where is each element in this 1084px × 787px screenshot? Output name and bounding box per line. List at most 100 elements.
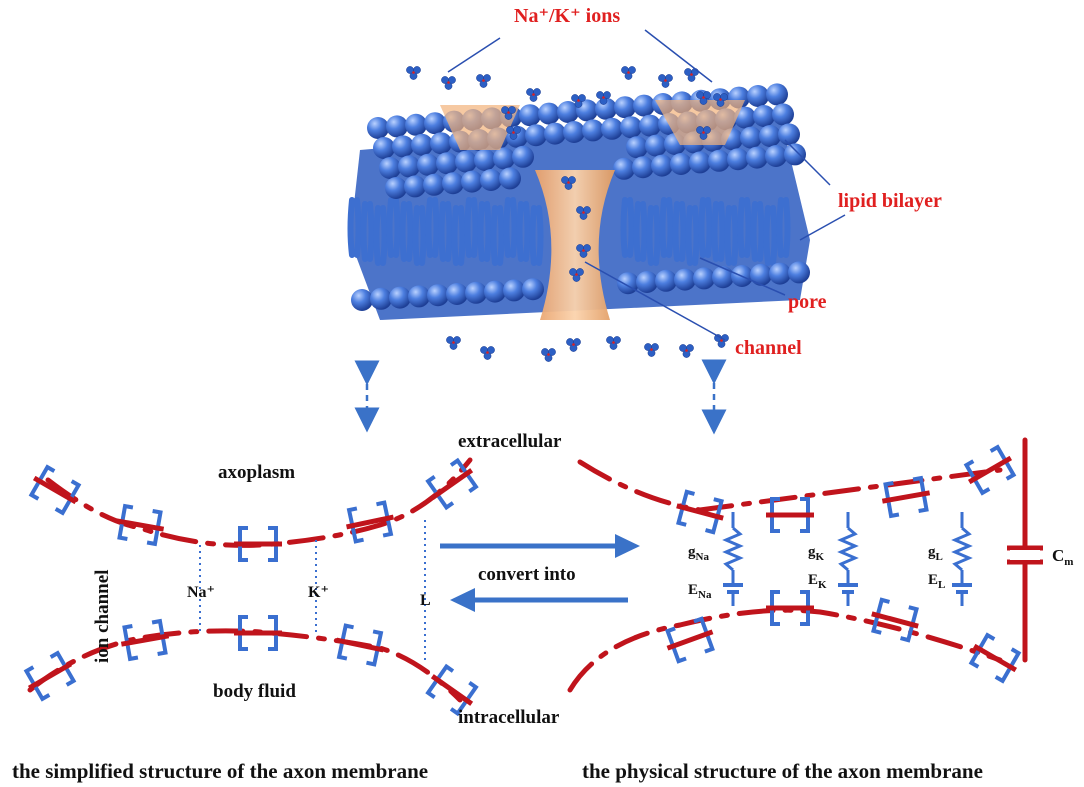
lipid-head xyxy=(367,117,389,139)
ek-label: EK xyxy=(808,572,827,591)
lipid-tail xyxy=(763,205,778,266)
ion-particle xyxy=(713,93,728,107)
lipid-head xyxy=(436,152,458,175)
lipid-tail xyxy=(399,201,414,262)
ion-particle xyxy=(501,106,516,120)
lipid-tail xyxy=(425,197,440,258)
channel-bracket xyxy=(346,500,394,544)
lipid-head xyxy=(398,155,420,178)
channel-bracket xyxy=(23,650,77,702)
branch-k xyxy=(837,512,859,606)
lipid-tail xyxy=(360,201,375,262)
lipid-head xyxy=(636,271,658,293)
lipid-tail xyxy=(659,197,674,258)
lipid-head xyxy=(417,153,439,176)
axoplasm-label: axoplasm xyxy=(218,462,295,483)
channel-leader xyxy=(584,261,726,341)
simplified-structure: axoplasm body fluid ion channel Na⁺ K⁺ L xyxy=(23,457,479,717)
ion-particle xyxy=(541,348,556,362)
lower-physical-wire xyxy=(567,607,1003,693)
correspondence-arrows xyxy=(354,359,727,435)
lipid-tail xyxy=(516,201,531,262)
lipid-head xyxy=(712,266,734,289)
lipid-head xyxy=(557,101,579,123)
lipid-head xyxy=(769,262,791,285)
lipid-head xyxy=(601,117,623,140)
lipid-head xyxy=(525,124,547,147)
channel-bracket xyxy=(115,503,165,547)
lipid-tail xyxy=(490,205,505,266)
lipid-head xyxy=(385,177,407,199)
lipid-head xyxy=(389,286,411,309)
lipid-head xyxy=(538,102,560,125)
ion-particle xyxy=(658,74,673,88)
channel-bracket xyxy=(120,618,170,662)
channel-bracket xyxy=(766,497,814,533)
ion-particle xyxy=(644,343,659,357)
lipid-head xyxy=(373,137,395,159)
ions-leader-left xyxy=(447,37,501,73)
ion-channel-front xyxy=(535,170,615,320)
lipid-head xyxy=(746,146,768,169)
lipid-head xyxy=(670,153,692,175)
lipid-head xyxy=(674,268,696,291)
gk-label: gK xyxy=(808,544,825,563)
lipid-head xyxy=(455,150,477,173)
lipid-head xyxy=(693,267,715,290)
lipid-tail xyxy=(776,197,791,258)
lipid-head xyxy=(405,113,427,136)
lipid-head xyxy=(740,126,762,149)
lipid-head xyxy=(563,121,585,143)
k-label: K⁺ xyxy=(308,584,329,601)
lipid-head xyxy=(370,287,392,310)
ion-particle xyxy=(526,88,541,102)
lipid-head xyxy=(689,151,711,174)
ion-particle xyxy=(480,346,495,360)
simplified-caption: the simplified structure of the axon mem… xyxy=(12,759,428,783)
convert-arrowhead-left xyxy=(450,588,475,612)
lipid-head xyxy=(408,285,430,308)
lipid-head xyxy=(430,132,452,155)
bilayer-leader-2 xyxy=(799,214,846,241)
lipid-head xyxy=(427,284,449,307)
lipid-tail xyxy=(529,205,544,266)
channel-bracket xyxy=(425,663,479,717)
lipid-tail xyxy=(620,197,635,258)
channel-bracket xyxy=(881,475,931,519)
lipid-tail xyxy=(711,201,726,262)
lipid-tail xyxy=(685,205,700,266)
lipid-head xyxy=(404,175,426,198)
lipid-head xyxy=(759,125,781,147)
lipid-head xyxy=(484,280,506,303)
gna-label: gNa xyxy=(688,544,709,563)
ions-leader-right xyxy=(644,29,713,83)
lipid-tail xyxy=(503,197,518,258)
lipid-tail xyxy=(750,201,765,262)
channel-bracket xyxy=(28,464,82,516)
branch-l xyxy=(951,512,973,606)
ion-particle xyxy=(506,126,521,140)
lipid-head xyxy=(480,169,502,191)
channel-bracket xyxy=(871,597,919,643)
lipid-head xyxy=(386,115,408,138)
lipid-head xyxy=(645,134,667,157)
gl-label: gL xyxy=(928,544,943,563)
ion-particle xyxy=(576,244,591,258)
lipid-tail xyxy=(698,197,713,258)
ion-channel-back-left xyxy=(440,105,520,150)
lipid-head xyxy=(474,149,496,171)
ion-particle xyxy=(696,126,711,140)
lipid-tail xyxy=(464,197,479,258)
lipid-tail xyxy=(672,201,687,262)
lipid-tails xyxy=(347,197,791,266)
channel-bracket xyxy=(963,444,1017,496)
ion-particle xyxy=(696,91,711,105)
membrane-capacitor xyxy=(1007,545,1043,565)
l-label: L xyxy=(420,592,431,609)
lipid-head xyxy=(503,279,525,302)
lipid-tail xyxy=(438,201,453,262)
physical-caption: the physical structure of the axon membr… xyxy=(582,759,983,783)
convert-label: convert into xyxy=(478,564,576,585)
lipid-head xyxy=(633,94,655,117)
